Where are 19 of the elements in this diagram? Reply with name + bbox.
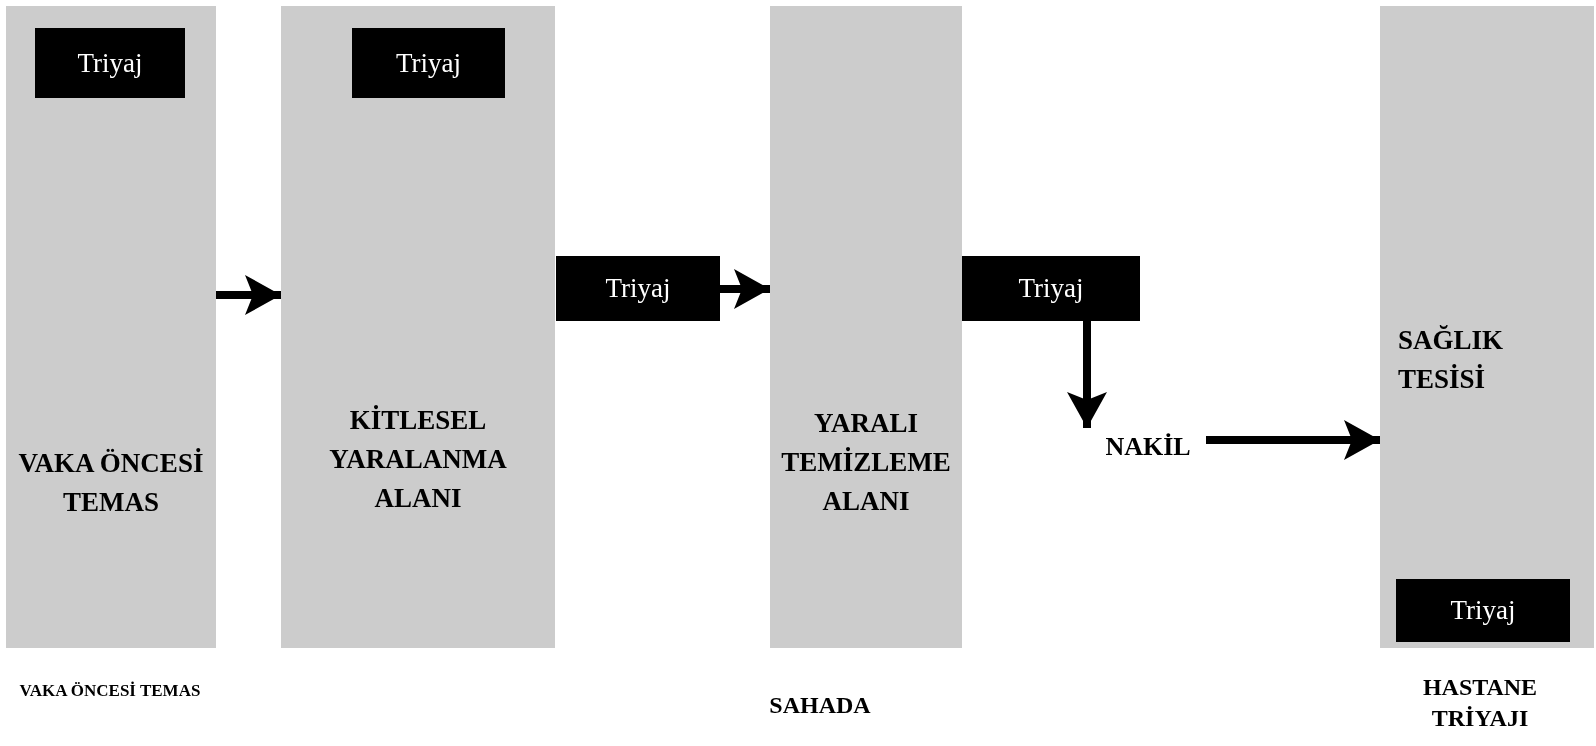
- triage-label: Triyaj: [556, 256, 720, 321]
- stage-title: VAKA ÖNCESİ TEMAS: [17, 447, 205, 520]
- stage-title: KİTLESEL YARALANMA ALANI: [328, 404, 508, 516]
- arrow: [720, 269, 770, 309]
- stage-label: NAKİL: [1100, 432, 1196, 468]
- triage-label: Triyaj: [1396, 579, 1570, 642]
- stage-title: SAĞLIK TESİSİ: [1397, 324, 1505, 397]
- phase-label: HASTANE TRİYAJI: [1421, 673, 1539, 734]
- phase-label: VAKA ÖNCESİ TEMAS: [18, 680, 202, 702]
- stage-column: [770, 6, 962, 648]
- stage-column: [6, 6, 216, 648]
- triage-label: Triyaj: [35, 28, 185, 98]
- stage-column: [1380, 6, 1594, 648]
- stage-title: YARALI TEMİZLEME ALANI: [780, 407, 952, 519]
- triage-label: Triyaj: [962, 256, 1140, 321]
- stage-column: [281, 6, 555, 648]
- triage-label: Triyaj: [352, 28, 505, 98]
- phase-label: SAHADA: [768, 691, 872, 720]
- arrow: [216, 275, 281, 315]
